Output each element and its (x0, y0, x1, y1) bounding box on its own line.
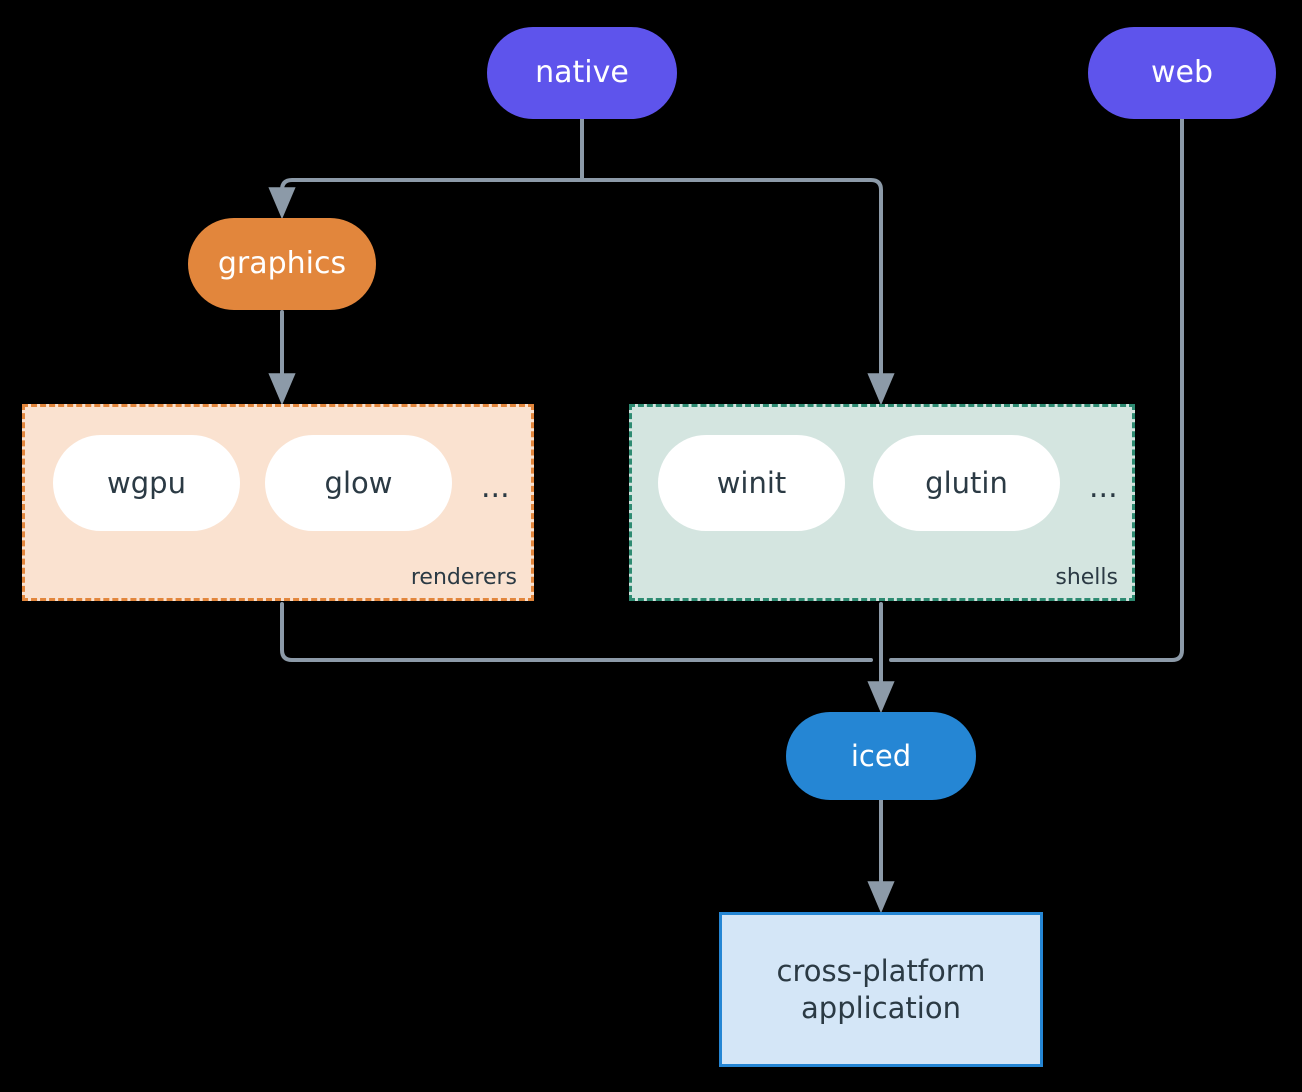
group-renderers-label: renderers (410, 565, 517, 590)
node-web-label: web (1150, 55, 1214, 91)
group-shells: winit glutin ... shells (629, 404, 1135, 601)
leaf-glow-label: glow (324, 466, 393, 500)
edge-native-to-shells (580, 178, 895, 406)
node-iced-label: iced (850, 738, 912, 773)
leaf-winit[interactable]: winit (658, 435, 845, 531)
leaf-winit-label: winit (716, 466, 787, 500)
node-iced[interactable]: iced (786, 712, 976, 800)
leaf-glutin-label: glutin (925, 466, 1008, 500)
leaf-glutin[interactable]: glutin (873, 435, 1060, 531)
node-graphics-label: graphics (217, 246, 347, 282)
node-web[interactable]: web (1088, 27, 1276, 119)
group-shells-label: shells (1055, 565, 1118, 590)
edge-renderers-to-iced (280, 602, 873, 662)
node-native-label: native (535, 55, 629, 91)
leaf-wgpu-label: wgpu (107, 466, 186, 500)
node-graphics[interactable]: graphics (188, 218, 376, 310)
edge-native-to-graphics (268, 178, 584, 220)
shells-more-ellipsis: ... (1089, 470, 1118, 505)
application-label-line2: application (801, 990, 961, 1025)
leaf-wgpu[interactable]: wgpu (53, 435, 240, 531)
application-label-line1: cross-platform (776, 954, 986, 989)
node-application[interactable]: cross-platform application (719, 912, 1043, 1067)
group-renderers: wgpu glow ... renderers (22, 404, 534, 601)
leaf-glow[interactable]: glow (265, 435, 452, 531)
node-native[interactable]: native (487, 27, 677, 119)
renderers-more-ellipsis: ... (481, 470, 510, 505)
